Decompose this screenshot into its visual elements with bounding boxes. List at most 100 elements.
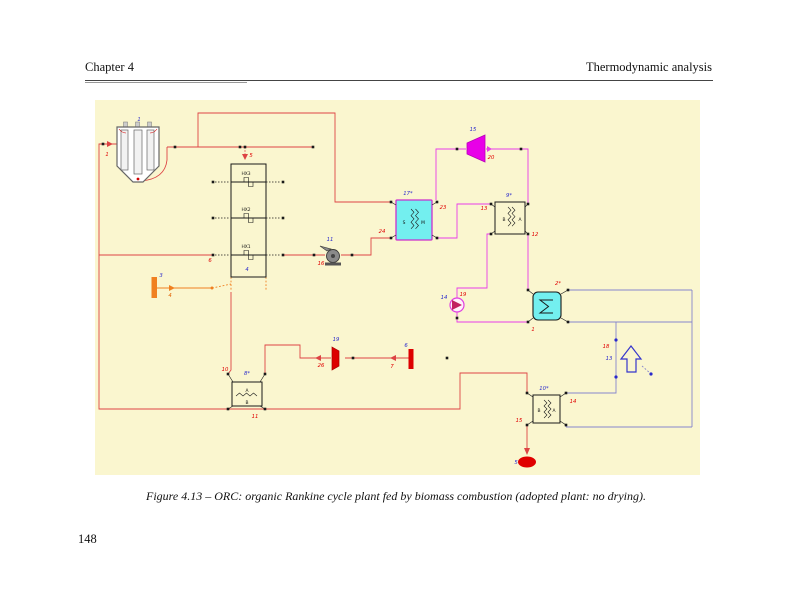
air-fan-label: 13 bbox=[606, 356, 613, 362]
stream-15-label: 15 bbox=[516, 418, 523, 424]
biomass-feeder-symbol: 3 bbox=[151, 273, 163, 298]
stream-26-label: 26 bbox=[318, 363, 325, 369]
stream-24-label: 24 bbox=[379, 229, 386, 235]
arrow-to-sink bbox=[524, 448, 530, 455]
header-section: Thermodynamic analysis bbox=[585, 60, 712, 74]
oil-heater-coils bbox=[410, 208, 419, 230]
arrow-stream-26 bbox=[315, 355, 321, 361]
fan-inlet-scroll bbox=[319, 245, 332, 252]
hx1-label: HX1 bbox=[241, 244, 250, 250]
condenser-label: 2* bbox=[555, 281, 561, 287]
figure-diagram-panel: 1 HX3 HX2 HX1 4 3 bbox=[95, 100, 700, 475]
combustor-nozzle bbox=[147, 121, 152, 128]
recuperator-body bbox=[494, 201, 526, 235]
stream-10-label: 10 bbox=[222, 367, 229, 373]
arrow-feeder-outlet bbox=[169, 285, 175, 291]
stream-1-label: 1 bbox=[105, 152, 108, 158]
source-symbol: 6 bbox=[404, 343, 414, 369]
recuperator-label: 9* bbox=[506, 193, 512, 199]
condenser-symbol: 2* bbox=[527, 281, 569, 323]
orc-plant-diagram: 1 HX3 HX2 HX1 4 3 bbox=[98, 112, 693, 468]
turbine-body bbox=[466, 134, 486, 163]
water-cooler-side-b: B bbox=[537, 408, 540, 414]
water-cooler-coils bbox=[543, 399, 552, 419]
oil-heater-port-stubs bbox=[390, 201, 438, 239]
stream-13-label: 13 bbox=[481, 206, 488, 212]
hx-block-body bbox=[230, 163, 267, 278]
hx-block-port-stubs bbox=[215, 181, 281, 256]
recuperator-side-a: A bbox=[518, 217, 521, 223]
oil-heater-body bbox=[395, 199, 433, 241]
sink-ellipse bbox=[518, 456, 536, 468]
oil-heater-side-m: M bbox=[421, 220, 425, 226]
biomass-orange-pipes bbox=[157, 277, 267, 290]
arrow-stream-7 bbox=[390, 355, 396, 361]
combustor-label: 1 bbox=[137, 117, 140, 123]
stream-23-label: 23 bbox=[440, 205, 447, 211]
air-cooler-fan-symbol: 18 13 bbox=[603, 344, 643, 373]
stream-18-label: 18 bbox=[603, 344, 610, 350]
combustor-symbol: 1 bbox=[116, 117, 160, 183]
combustor-nozzle bbox=[123, 121, 128, 128]
condenser-body bbox=[532, 291, 562, 321]
header-chapter: Chapter 4 bbox=[85, 60, 134, 74]
source-label: 6 bbox=[404, 343, 408, 349]
economizer-side-b: B bbox=[245, 400, 248, 406]
economizer-symbol: A B 8* bbox=[227, 371, 266, 410]
oil-heater-symbol: S M 17* bbox=[390, 191, 438, 241]
hx3-label: HX3 bbox=[241, 171, 250, 177]
hx2-label: HX2 bbox=[241, 207, 250, 213]
cooling-water-blue-pipes bbox=[565, 289, 693, 428]
flue-blower-label: 19 bbox=[333, 337, 340, 343]
water-cooler-body bbox=[532, 394, 561, 424]
fan-base bbox=[325, 262, 341, 266]
pump-impeller bbox=[452, 300, 462, 310]
orange-dashed-pipes bbox=[211, 277, 267, 290]
stream-1-condensate-label: 1 bbox=[531, 327, 534, 333]
recuperator-side-b: B bbox=[502, 217, 505, 223]
oil-heater-side-s: S bbox=[403, 220, 406, 226]
sink-label: 5 bbox=[514, 460, 518, 466]
combustor-tube bbox=[133, 129, 143, 175]
feeder-label: 3 bbox=[159, 273, 163, 279]
stream-12-label: 12 bbox=[532, 232, 539, 238]
turbine-symbol: 15 bbox=[466, 127, 486, 163]
flue-blower-symbol: 19 bbox=[331, 337, 340, 371]
arrow-flue-to-hx-block bbox=[242, 154, 248, 160]
oil-working-fluid-magenta-pipes bbox=[435, 148, 529, 323]
economizer-side-a: A bbox=[245, 388, 248, 394]
flow-arrowheads bbox=[107, 141, 530, 455]
air-inlet-dashed bbox=[641, 365, 651, 374]
flue-gas-red-pipes bbox=[98, 112, 528, 451]
stream-labels: 1 4 5 6 7 10 11 12 13 14 15 16 19 20 23 … bbox=[105, 152, 576, 424]
combustor-flame-marks bbox=[118, 128, 158, 134]
recuperator-port-stubs bbox=[490, 203, 529, 235]
stream-5-label: 5 bbox=[249, 153, 253, 159]
economizer-body bbox=[231, 381, 263, 407]
fan-hub bbox=[331, 254, 335, 258]
stream-7-label: 7 bbox=[390, 364, 394, 370]
flue-blower-body bbox=[331, 346, 340, 371]
combustor-tube bbox=[146, 129, 155, 171]
water-cooler-side-a: A bbox=[552, 408, 555, 414]
port-dots bbox=[101, 142, 653, 427]
combustor-tube bbox=[120, 129, 129, 171]
recuperator-coils bbox=[507, 206, 516, 227]
condenser-port-stubs bbox=[527, 289, 569, 323]
economizer-port-stubs bbox=[227, 373, 266, 410]
water-cooler-port-stubs bbox=[526, 392, 567, 426]
hx-block-coils bbox=[240, 177, 257, 260]
sink-symbol: 5 bbox=[514, 456, 536, 468]
hx-block-symbol: HX3 HX2 HX1 4 bbox=[215, 163, 281, 278]
oil-heater-label: 17* bbox=[403, 191, 413, 197]
turbine-label: 15 bbox=[470, 127, 477, 133]
page-number: 148 bbox=[78, 532, 97, 546]
stream-20-label: 20 bbox=[488, 155, 495, 161]
economizer-label: 8* bbox=[244, 371, 250, 377]
air-fan-arrow bbox=[619, 345, 643, 373]
stream-6-label: 6 bbox=[208, 258, 212, 264]
flue-fan-label: 11 bbox=[327, 237, 334, 243]
figure-caption: Figure 4.13 – ORC: organic Rankine cycle… bbox=[145, 489, 647, 503]
recuperator-symbol: B A 9* bbox=[490, 193, 529, 235]
magenta-pipe-network bbox=[435, 148, 529, 323]
